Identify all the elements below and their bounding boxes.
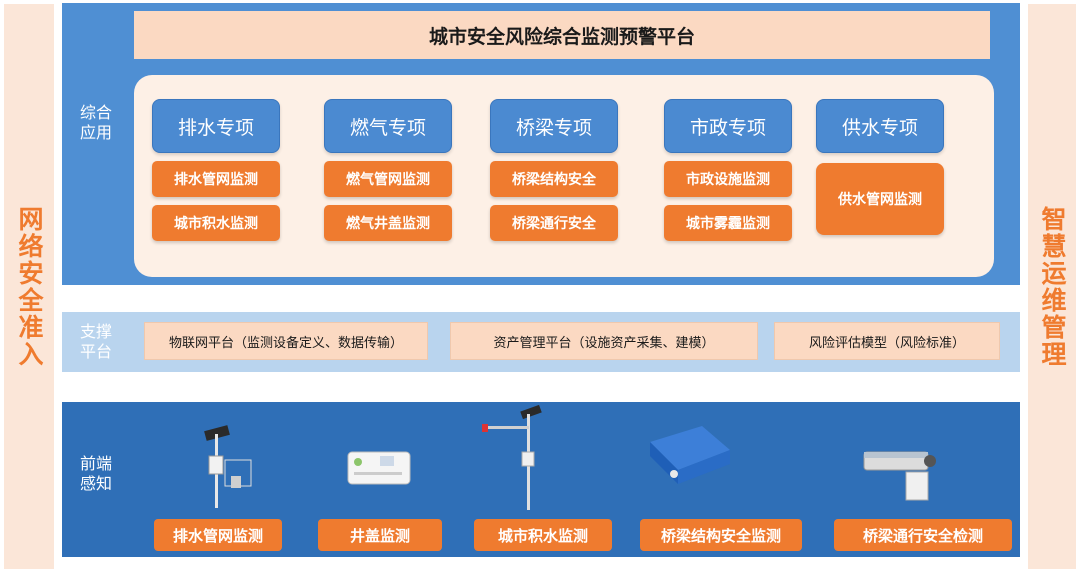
app-item-urban-smog[interactable]: 城市雾霾监测 bbox=[664, 205, 792, 241]
app-item-drainage-network[interactable]: 排水管网监测 bbox=[152, 161, 280, 197]
application-panel: 排水专项 排水管网监测 城市积水监测 燃气专项 燃气管网监测 燃气井盖监测 桥梁… bbox=[134, 75, 994, 277]
right-side-bar: 智慧运维管理 bbox=[1028, 4, 1076, 569]
application-layer-label: 综合 应用 bbox=[79, 103, 112, 142]
app-head-bridge[interactable]: 桥梁专项 bbox=[490, 99, 618, 153]
app-item-gas-network[interactable]: 燃气管网监测 bbox=[324, 161, 452, 197]
application-layer: 城市安全风险综合监测预警平台 综合 应用 排水专项 排水管网监测 城市积水监测 … bbox=[62, 3, 1020, 285]
device-label-drainage-network[interactable]: 排水管网监测 bbox=[154, 519, 282, 551]
app-item-bridge-structure[interactable]: 桥梁结构安全 bbox=[490, 161, 618, 197]
support-layer-label: 支撑 平台 bbox=[79, 322, 112, 361]
app-column-drainage: 排水专项 排水管网监测 城市积水监测 bbox=[152, 99, 280, 241]
app-head-drainage[interactable]: 排水专项 bbox=[152, 99, 280, 153]
waterlogging-sensor-pole-icon bbox=[482, 404, 542, 510]
device-label-manhole[interactable]: 井盖监测 bbox=[318, 519, 442, 551]
smart-operations-label: 智慧运维管理 bbox=[1038, 205, 1067, 368]
left-side-bar: 网络安全准入 bbox=[4, 4, 54, 569]
network-security-access-label: 网络安全准入 bbox=[15, 205, 44, 368]
drainage-sensor-pole-icon bbox=[204, 425, 252, 508]
app-head-gas[interactable]: 燃气专项 bbox=[324, 99, 452, 153]
support-layer: 支撑 平台 物联网平台（监测设备定义、数据传输） 资产管理平台（设施资产采集、建… bbox=[62, 312, 1020, 372]
app-item-gas-manhole[interactable]: 燃气井盖监测 bbox=[324, 205, 452, 241]
device-label-bridge-structure[interactable]: 桥梁结构安全监测 bbox=[640, 519, 802, 551]
app-head-water-supply[interactable]: 供水专项 bbox=[816, 99, 944, 153]
app-column-municipal: 市政专项 市政设施监测 城市雾霾监测 bbox=[664, 99, 792, 241]
iot-platform-box[interactable]: 物联网平台（监测设备定义、数据传输） bbox=[144, 322, 428, 360]
front-sensing-layer-label: 前端 感知 bbox=[79, 454, 112, 493]
traffic-camera-icon bbox=[863, 451, 936, 501]
device-label-bridge-traffic[interactable]: 桥梁通行安全检测 bbox=[834, 519, 1012, 551]
app-column-bridge: 桥梁专项 桥梁结构安全 桥梁通行安全 bbox=[490, 99, 618, 241]
device-label-waterlogging[interactable]: 城市积水监测 bbox=[474, 519, 612, 551]
manhole-sensor-icon bbox=[347, 451, 411, 485]
bridge-structure-sensor-icon bbox=[650, 426, 730, 484]
platform-title: 城市安全风险综合监测预警平台 bbox=[134, 11, 990, 59]
app-item-municipal-facility[interactable]: 市政设施监测 bbox=[664, 161, 792, 197]
app-column-water-supply: 供水专项 供水管网监测 bbox=[816, 99, 944, 235]
app-item-urban-waterlogging[interactable]: 城市积水监测 bbox=[152, 205, 280, 241]
app-head-municipal[interactable]: 市政专项 bbox=[664, 99, 792, 153]
risk-model-box[interactable]: 风险评估模型（风险标准） bbox=[774, 322, 1000, 360]
app-column-gas: 燃气专项 燃气管网监测 燃气井盖监测 bbox=[324, 99, 452, 241]
app-item-bridge-traffic[interactable]: 桥梁通行安全 bbox=[490, 205, 618, 241]
app-item-water-network[interactable]: 供水管网监测 bbox=[816, 163, 944, 235]
asset-management-box[interactable]: 资产管理平台（设施资产采集、建模） bbox=[450, 322, 758, 360]
front-sensing-layer: 前端 感知 排水管网监测 井盖监测 城市积水监测 桥梁结构安全监测 bbox=[62, 402, 1020, 557]
